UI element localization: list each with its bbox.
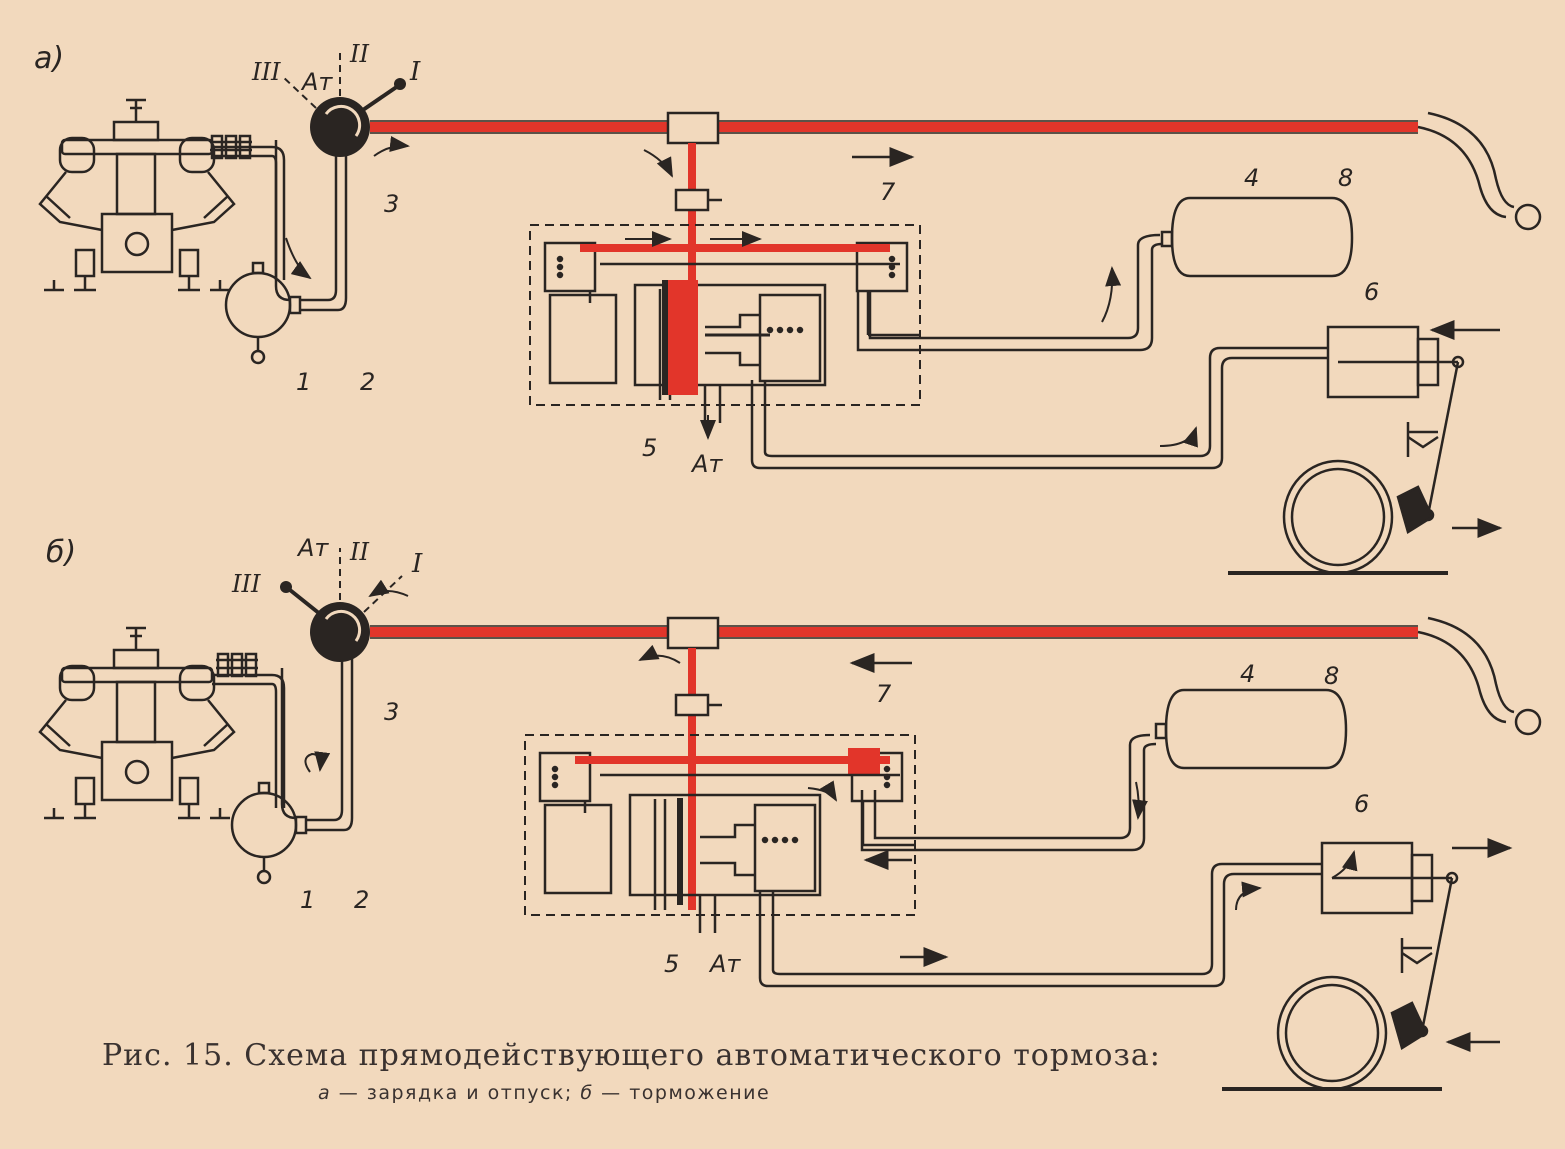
position-at-label: Ат [296, 534, 329, 562]
label-2: 2 [360, 368, 375, 396]
panel-a: а) Ат II III I 3 1 2 4 8 6 7 5 Ат [34, 40, 1542, 575]
position-I-label: I [411, 549, 423, 579]
label-8: 8 [1338, 164, 1353, 192]
panel-b: б) Ат II III I 3 1 2 4 8 6 7 5 Ат [38, 534, 1542, 1091]
position-III-label: III [231, 570, 261, 598]
label-4: 4 [1240, 660, 1255, 688]
position-I-label: I [409, 57, 421, 87]
caption-b-letter: б [580, 1082, 594, 1104]
panel-a-tag: а) [34, 41, 64, 76]
figure-caption-legend: а — зарядка и отпуск; б — торможение [318, 1082, 770, 1104]
caption-b-text: — торможение [593, 1082, 771, 1104]
panel-b-tag: б) [46, 535, 76, 570]
figure-caption-title: Рис. 15. Схема прямодействующего автомат… [102, 1038, 1161, 1073]
label-6: 6 [1354, 790, 1369, 818]
label-6: 6 [1364, 278, 1379, 306]
position-II-label: II [349, 40, 369, 68]
label-5: 5 [642, 434, 657, 462]
label-3: 3 [384, 190, 399, 218]
label-1: 1 [296, 368, 311, 396]
position-III-label: III [251, 58, 281, 86]
label-4: 4 [1244, 164, 1259, 192]
label-8: 8 [1324, 662, 1339, 690]
label-5: 5 [664, 950, 679, 978]
label-7: 7 [876, 680, 892, 708]
label-2: 2 [354, 886, 369, 914]
caption-a-text: — зарядка и отпуск; [331, 1082, 581, 1104]
exhaust-at-label: Ат [690, 450, 723, 478]
position-II-label: II [349, 538, 369, 566]
label-3: 3 [384, 698, 399, 726]
label-7: 7 [880, 178, 896, 206]
exhaust-at-label: Ат [708, 950, 741, 978]
position-at-label: Ат [300, 68, 333, 96]
caption-a-letter: а [318, 1082, 332, 1104]
label-1: 1 [300, 886, 315, 914]
